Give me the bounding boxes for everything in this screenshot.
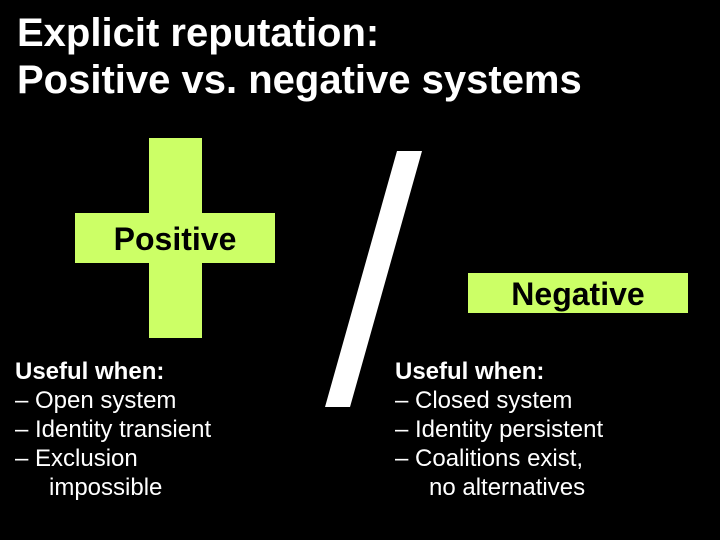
list-item: – Coalitions exist, (395, 445, 584, 472)
list-item: – Exclusion (15, 445, 138, 472)
negative-bar: Negative (468, 273, 688, 313)
list-item: – Closed system (395, 387, 573, 414)
negative-list: Useful when: – Closed system – Identity … (395, 357, 715, 502)
list-item: – Open system (15, 387, 177, 414)
list-item-continuation: no alternatives (429, 474, 586, 501)
positive-label: Positive (113, 221, 237, 257)
positive-list-heading: Useful when: (15, 358, 165, 385)
slide-title: Explicit reputation: Positive vs. negati… (17, 11, 582, 102)
negative-label: Negative (511, 276, 645, 312)
list-item: – Identity transient (15, 416, 212, 443)
list-item: – Identity persistent (395, 416, 604, 443)
plus-icon-horizontal-bar: Positive (75, 213, 275, 263)
negative-list-heading: Useful when: (395, 358, 545, 385)
positive-list: Useful when: – Open system – Identity tr… (15, 357, 345, 502)
list-item-continuation: impossible (49, 474, 163, 501)
